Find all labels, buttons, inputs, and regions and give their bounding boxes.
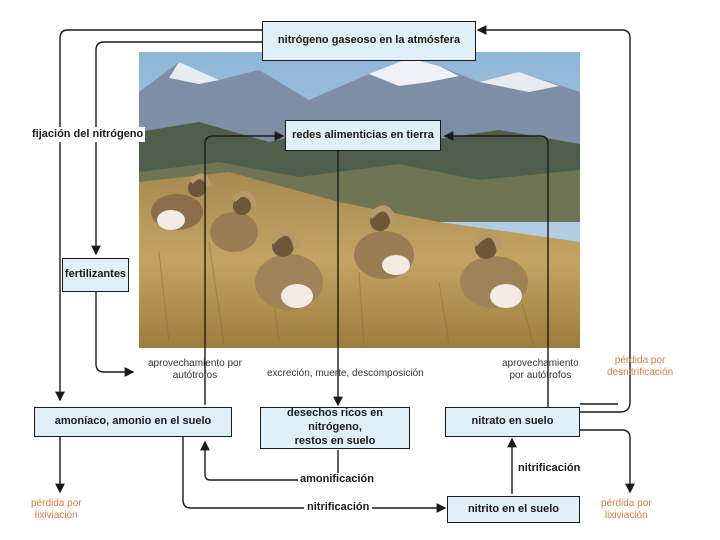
- nitrate-box: nitrato en suelo: [445, 407, 580, 437]
- denitrification-loss-label: pérdida por desnitrificación: [607, 355, 673, 379]
- leaching-right-label: pérdida por lixiviación: [601, 498, 652, 522]
- food-webs-label: redes alimenticias en tierra: [292, 128, 434, 141]
- leaching-left-label: pérdida por lixiviación: [31, 498, 82, 522]
- atmosphere-label: nitrógeno gaseoso en la atmósfera: [277, 34, 461, 47]
- uptake-right-label: aprovechamiento por autótrofos: [502, 358, 579, 382]
- sheep-figures: [151, 173, 528, 310]
- excretion-label: excreción, muerte, descomposición: [267, 368, 424, 379]
- uptake-left-line1: aprovechamiento por: [148, 358, 242, 369]
- leach-right-line2: lixiviación: [604, 510, 648, 521]
- food-webs-box: redes alimenticias en tierra: [285, 120, 441, 151]
- nitrite-box: nitrito en el suelo: [447, 496, 580, 523]
- denit-line2: desnitrificación: [607, 367, 674, 378]
- leach-left-line2: lixiviación: [34, 510, 78, 521]
- leach-right-line1: pérdida por: [601, 498, 652, 509]
- nitrate-label: nitrato en suelo: [471, 415, 554, 428]
- uptake-left-line2: autótrofos: [172, 370, 218, 381]
- atmosphere-box: nitrógeno gaseoso en la atmósfera: [262, 21, 476, 61]
- ammonification-label: amonificación: [298, 473, 376, 487]
- ammonia-box: amoníaco, amonio en el suelo: [34, 407, 232, 437]
- uptake-right-line1: aprovechamiento: [502, 358, 579, 369]
- leach-left-line1: pérdida por: [31, 498, 82, 509]
- denit-line1: pérdida por: [614, 355, 666, 366]
- nitrite-label: nitrito en el suelo: [467, 502, 560, 515]
- ammonia-label: amoníaco, amonio en el suelo: [54, 415, 212, 428]
- wastes-box: desechos ricos en nitrógeno, restos en s…: [260, 407, 410, 449]
- fertilizers-label: fertilizantes: [64, 268, 127, 281]
- wastes-label-line1: desechos ricos en nitrógeno,: [287, 407, 383, 434]
- nitrification-bottom-label: nitrificación: [304, 501, 373, 515]
- fixation-label: fijación del nitrógeno: [30, 127, 146, 143]
- uptake-right-line2: por autótrofos: [509, 370, 572, 381]
- uptake-left-label: aprovechamiento por autótrofos: [148, 358, 242, 382]
- fertilizers-box: fertilizantes: [62, 258, 129, 292]
- nitrification-right-label: nitrificación: [516, 462, 583, 476]
- wastes-label-line2: restos en suelo: [294, 434, 376, 447]
